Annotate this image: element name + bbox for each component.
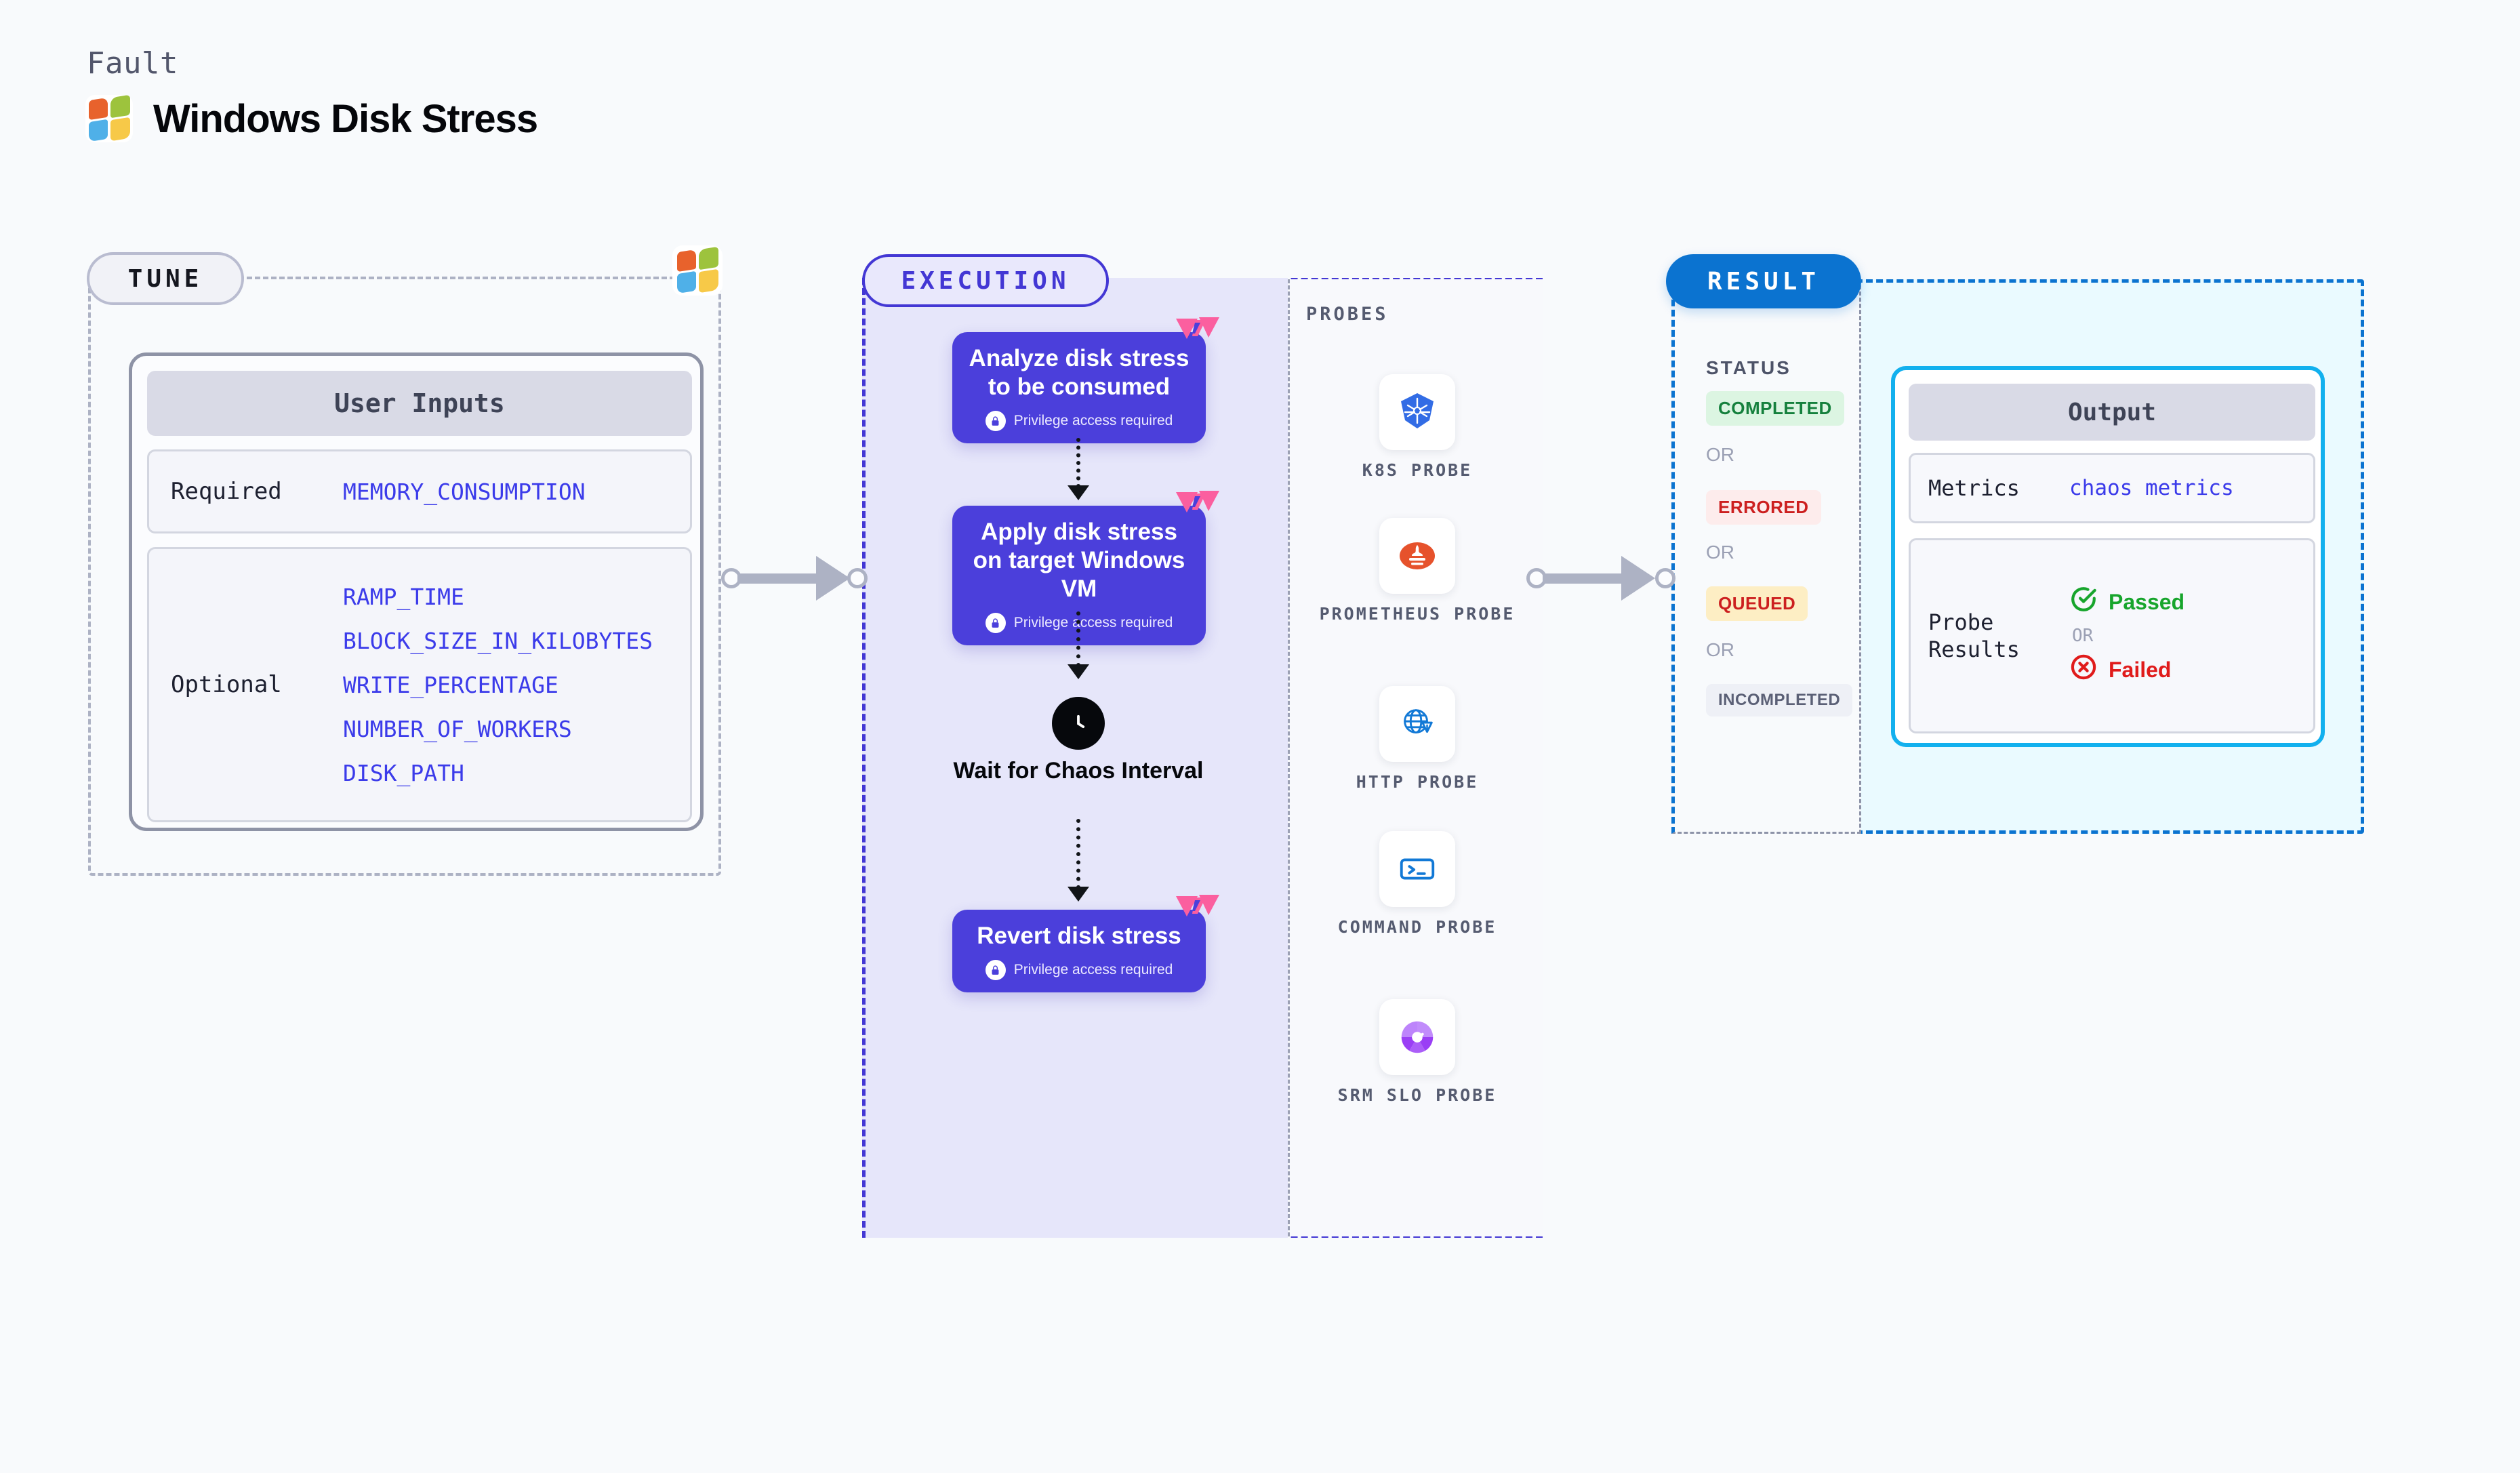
- step-title: Apply disk stress on target Windows VM: [973, 519, 1185, 602]
- output-title: Output: [1909, 384, 2315, 441]
- step-title: Analyze disk stress to be consumed: [969, 345, 1190, 400]
- input-name[interactable]: MEMORY_CONSUMPTION: [343, 478, 586, 505]
- or-separator: OR: [1706, 444, 1734, 465]
- required-inputs-row: Required MEMORY_CONSUMPTION: [147, 449, 692, 533]
- status-title: STATUS: [1706, 357, 1791, 378]
- metrics-label: Metrics: [1928, 475, 2020, 501]
- result-pill[interactable]: RESULT: [1666, 254, 1861, 308]
- status-badge-completed[interactable]: COMPLETED: [1706, 391, 1844, 426]
- experiment-ribbon-icon: [1175, 893, 1221, 931]
- optional-inputs-row: Optional RAMP_TIME BLOCK_SIZE_IN_KILOBYT…: [147, 547, 692, 822]
- probe-label: HTTP PROBE: [1356, 772, 1479, 792]
- probe-label: COMMAND PROBE: [1337, 917, 1497, 937]
- input-name[interactable]: DISK_PATH: [343, 759, 464, 786]
- privilege-text: Privilege access required: [1013, 615, 1173, 630]
- experiment-ribbon-icon: [1175, 316, 1221, 354]
- flow-connector: [1076, 438, 1080, 488]
- probe-result-failed: Failed: [2069, 653, 2184, 687]
- or-separator: OR: [2072, 626, 2094, 646]
- x-circle-icon: [2069, 653, 2098, 687]
- passed-label: Passed: [2109, 589, 2185, 614]
- probes-title: PROBES: [1306, 304, 1389, 325]
- tune-pill[interactable]: TUNE: [87, 252, 244, 305]
- connector-tune-to-execution: [721, 554, 868, 602]
- windows-logo-icon: [85, 94, 133, 142]
- output-card: Output Metrics chaos metrics Probe Resul…: [1891, 366, 2325, 747]
- connector-execution-to-result: [1526, 554, 1675, 602]
- clock-icon: [1052, 697, 1105, 750]
- probe-result-passed: Passed: [2069, 585, 2184, 619]
- flow-arrowhead: [1068, 664, 1089, 679]
- execution-step-card[interactable]: Apply disk stress on target Windows VM P…: [952, 491, 1219, 645]
- input-name[interactable]: NUMBER_OF_WORKERS: [343, 715, 572, 742]
- or-separator: OR: [1706, 639, 1734, 660]
- status-column: STATUS COMPLETED OR ERRORED OR QUEUED OR…: [1671, 279, 1861, 834]
- check-circle-icon: [2069, 585, 2098, 619]
- execution-pill[interactable]: EXECUTION: [862, 254, 1109, 307]
- probe-item-prometheus[interactable]: PROMETHEUS PROBE: [1290, 518, 1545, 625]
- page-title: Windows Disk Stress: [153, 96, 538, 141]
- page-title-row: Windows Disk Stress: [85, 94, 538, 142]
- optional-label: Optional: [171, 671, 282, 698]
- probe-label: SRM SLO PROBE: [1337, 1085, 1497, 1105]
- lock-icon: [985, 411, 1006, 431]
- experiment-ribbon-icon: [1175, 489, 1221, 527]
- probe-label: K8S PROBE: [1362, 460, 1473, 480]
- failed-label: Failed: [2109, 657, 2172, 682]
- privilege-note: Privilege access required: [985, 613, 1173, 633]
- probe-item-srm-slo[interactable]: SRM SLO PROBE: [1290, 999, 1545, 1106]
- probe-item-command[interactable]: COMMAND PROBE: [1290, 831, 1545, 938]
- terminal-icon: [1379, 831, 1455, 907]
- input-name[interactable]: RAMP_TIME: [343, 583, 464, 610]
- step-title: Revert disk stress: [977, 923, 1181, 949]
- flow-arrowhead: [1068, 485, 1089, 500]
- probe-item-k8s[interactable]: K8S PROBE: [1290, 374, 1545, 481]
- probe-label: PROMETHEUS PROBE: [1319, 604, 1516, 624]
- or-separator: OR: [1706, 542, 1734, 563]
- metrics-value[interactable]: chaos metrics: [2069, 476, 2234, 500]
- execution-step-card[interactable]: Revert disk stress Privilege access requ…: [952, 895, 1219, 992]
- wait-label: Wait for Chaos Interval: [953, 758, 1204, 784]
- lock-icon: [985, 960, 1006, 980]
- lock-icon: [985, 613, 1006, 633]
- probe-item-http[interactable]: HTTP PROBE: [1290, 686, 1545, 793]
- user-inputs-card: User Inputs Required MEMORY_CONSUMPTION …: [129, 352, 704, 831]
- status-badge-incompleted[interactable]: INCOMPLETED: [1706, 684, 1853, 717]
- flow-connector: [1076, 611, 1080, 667]
- privilege-note: Privilege access required: [985, 411, 1173, 431]
- windows-logo-icon-badge: [672, 245, 723, 296]
- privilege-text: Privilege access required: [1013, 413, 1173, 428]
- input-name[interactable]: WRITE_PERCENTAGE: [343, 671, 558, 698]
- required-label: Required: [171, 478, 282, 505]
- flow-arrowhead: [1068, 887, 1089, 902]
- http-globe-icon: [1379, 686, 1455, 762]
- execution-step-card[interactable]: Analyze disk stress to be consumed Privi…: [952, 317, 1219, 443]
- page-kicker: Fault: [87, 46, 178, 81]
- flow-connector: [1076, 819, 1080, 889]
- input-name[interactable]: BLOCK_SIZE_IN_KILOBYTES: [343, 627, 653, 654]
- tune-panel: [88, 277, 721, 876]
- metrics-row: Metrics chaos metrics: [1909, 453, 2315, 523]
- status-badge-errored[interactable]: ERRORED: [1706, 490, 1821, 525]
- probe-results-label: Probe Results: [1928, 609, 2020, 662]
- srm-slo-icon: [1379, 999, 1455, 1075]
- probe-results-row: Probe Results Passed OR: [1909, 538, 2315, 733]
- status-badge-queued[interactable]: QUEUED: [1706, 586, 1808, 621]
- prometheus-icon: [1379, 518, 1455, 594]
- user-inputs-title: User Inputs: [147, 371, 692, 436]
- probes-column: PROBES K8S PROBE: [1288, 279, 1543, 1236]
- privilege-text: Privilege access required: [1013, 962, 1173, 977]
- privilege-note: Privilege access required: [985, 960, 1173, 980]
- kubernetes-icon: [1379, 374, 1455, 450]
- execution-flow-area: Analyze disk stress to be consumed Privi…: [862, 278, 1288, 1238]
